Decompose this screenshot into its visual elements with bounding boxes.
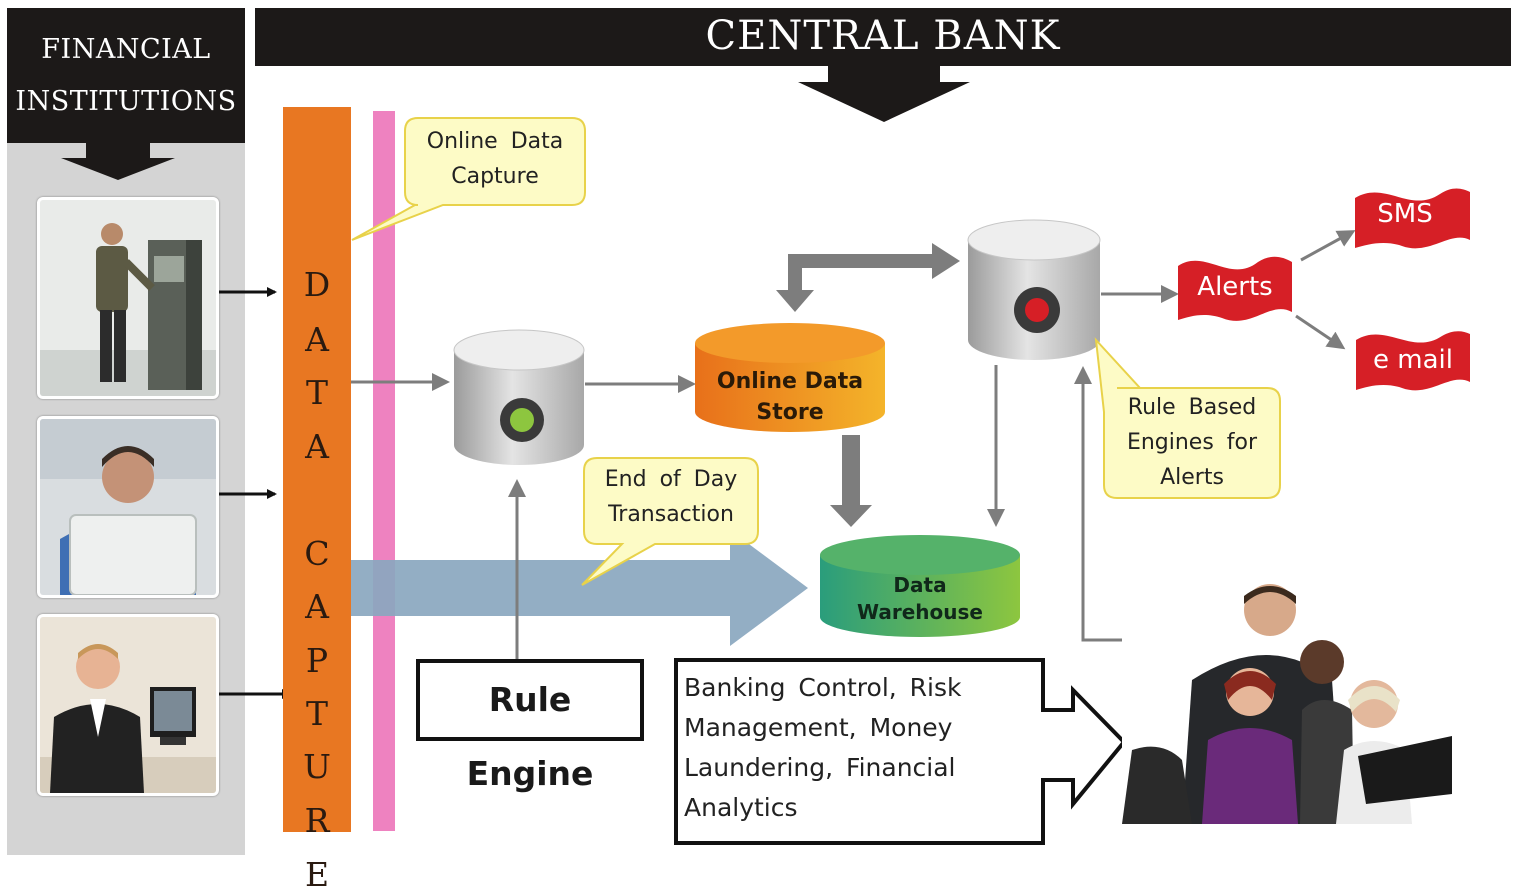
- dc-letter-1: D: [303, 265, 331, 304]
- dc-letter-9: U: [303, 747, 331, 786]
- analytics-arrow-box: [674, 658, 1127, 845]
- online-data-capture-line2: Capture: [451, 164, 539, 189]
- end-of-day-line1: End of Day: [604, 467, 738, 492]
- business-man-photo: [37, 614, 219, 796]
- rule-engine-box: Rule Engine: [416, 659, 644, 793]
- end-of-day-text: End of Day Transaction: [584, 462, 758, 532]
- dc-letter-10: R: [304, 801, 330, 840]
- end-of-day-arrow: [351, 530, 808, 646]
- financial-institutions-header: FINANCIAL INSTITUTIONS: [7, 8, 245, 143]
- financial-institutions-line1: FINANCIAL: [41, 34, 211, 65]
- online-data-capture-callout: [351, 117, 586, 241]
- analytics-text: Banking Control, Risk Management, Money …: [684, 668, 1024, 828]
- central-bank-title: CENTRAL BANK: [705, 13, 1061, 59]
- end-of-day-line2: Transaction: [608, 502, 734, 527]
- rule-based-engines-text: Rule Based Engines for Alerts: [1104, 390, 1280, 495]
- data-warehouse-line2: Warehouse: [857, 600, 983, 624]
- central-bank-header: CENTRAL BANK: [255, 8, 1511, 66]
- email-flag: [1356, 331, 1470, 391]
- cb-down-arrow: [798, 66, 970, 122]
- data-warehouse-label: Data Warehouse: [820, 572, 1020, 626]
- atm-user-photo: [37, 197, 219, 399]
- rule-based-engines-callout: [1094, 337, 1281, 499]
- alerts-to-email-arrow: [1295, 314, 1346, 350]
- database-green-dot-icon: [453, 329, 585, 465]
- online-data-store-cylinder: [695, 323, 885, 432]
- ods-to-dw-arrow: [830, 435, 872, 527]
- dc-letter-7: P: [305, 641, 329, 680]
- online-data-capture-text: Online Data Capture: [405, 124, 585, 194]
- team-photo: [1122, 580, 1462, 824]
- sms-label: SMS: [1377, 199, 1433, 229]
- rule-based-engines-line1: Rule Based: [1127, 395, 1257, 420]
- data-capture-column: D A T A C A P T U R E: [283, 107, 351, 894]
- analytics-line3: Laundering, Financial: [684, 753, 956, 782]
- alerts-label: Alerts: [1197, 272, 1273, 302]
- dc-letter-2: A: [305, 320, 329, 359]
- alerts-flag: [1178, 256, 1292, 321]
- rule-based-engines-line2: Engines for: [1126, 430, 1258, 455]
- pink-bar: [373, 111, 395, 831]
- office-worker-photo: [37, 416, 219, 598]
- alerts-to-sms-arrow: [1300, 230, 1356, 262]
- dc-letter-5: C: [304, 534, 330, 573]
- online-data-store-line1: Online Data: [716, 369, 864, 394]
- dc-letter-6: A: [305, 587, 329, 626]
- rule-based-engines-line3: Alerts: [1160, 465, 1224, 490]
- online-data-store-label: Online Data Store: [695, 366, 885, 428]
- dc-letter-8: T: [305, 694, 328, 733]
- online-data-store-line2: Store: [756, 400, 824, 425]
- sms-flag: [1355, 188, 1470, 249]
- financial-institutions-line2: INSTITUTIONS: [15, 86, 237, 117]
- analytics-line2: Management, Money: [684, 713, 953, 742]
- data-warehouse-line1: Data: [893, 573, 947, 597]
- dc-letter-4: A: [305, 427, 329, 466]
- analytics-line1: Banking Control, Risk: [684, 673, 962, 702]
- diagram-stage: FINANCIAL INSTITUTIONS CENTRAL BANK: [7, 8, 1511, 894]
- data-warehouse-cylinder: [820, 535, 1020, 637]
- fi-down-arrow: [61, 143, 175, 180]
- rule-engine-label: Rule Engine: [466, 680, 594, 793]
- diagram-shapes: [61, 66, 1470, 845]
- end-of-day-callout: [581, 457, 759, 586]
- analytics-line4: Analytics: [684, 793, 798, 822]
- online-data-capture-line1: Online Data: [426, 129, 564, 154]
- database-red-dot-icon: [967, 219, 1101, 360]
- ods-alert-db-arrow: [776, 243, 960, 312]
- dc-letter-3: T: [305, 373, 328, 412]
- email-label: e mail: [1373, 345, 1453, 375]
- dc-letter-11: E: [304, 855, 330, 894]
